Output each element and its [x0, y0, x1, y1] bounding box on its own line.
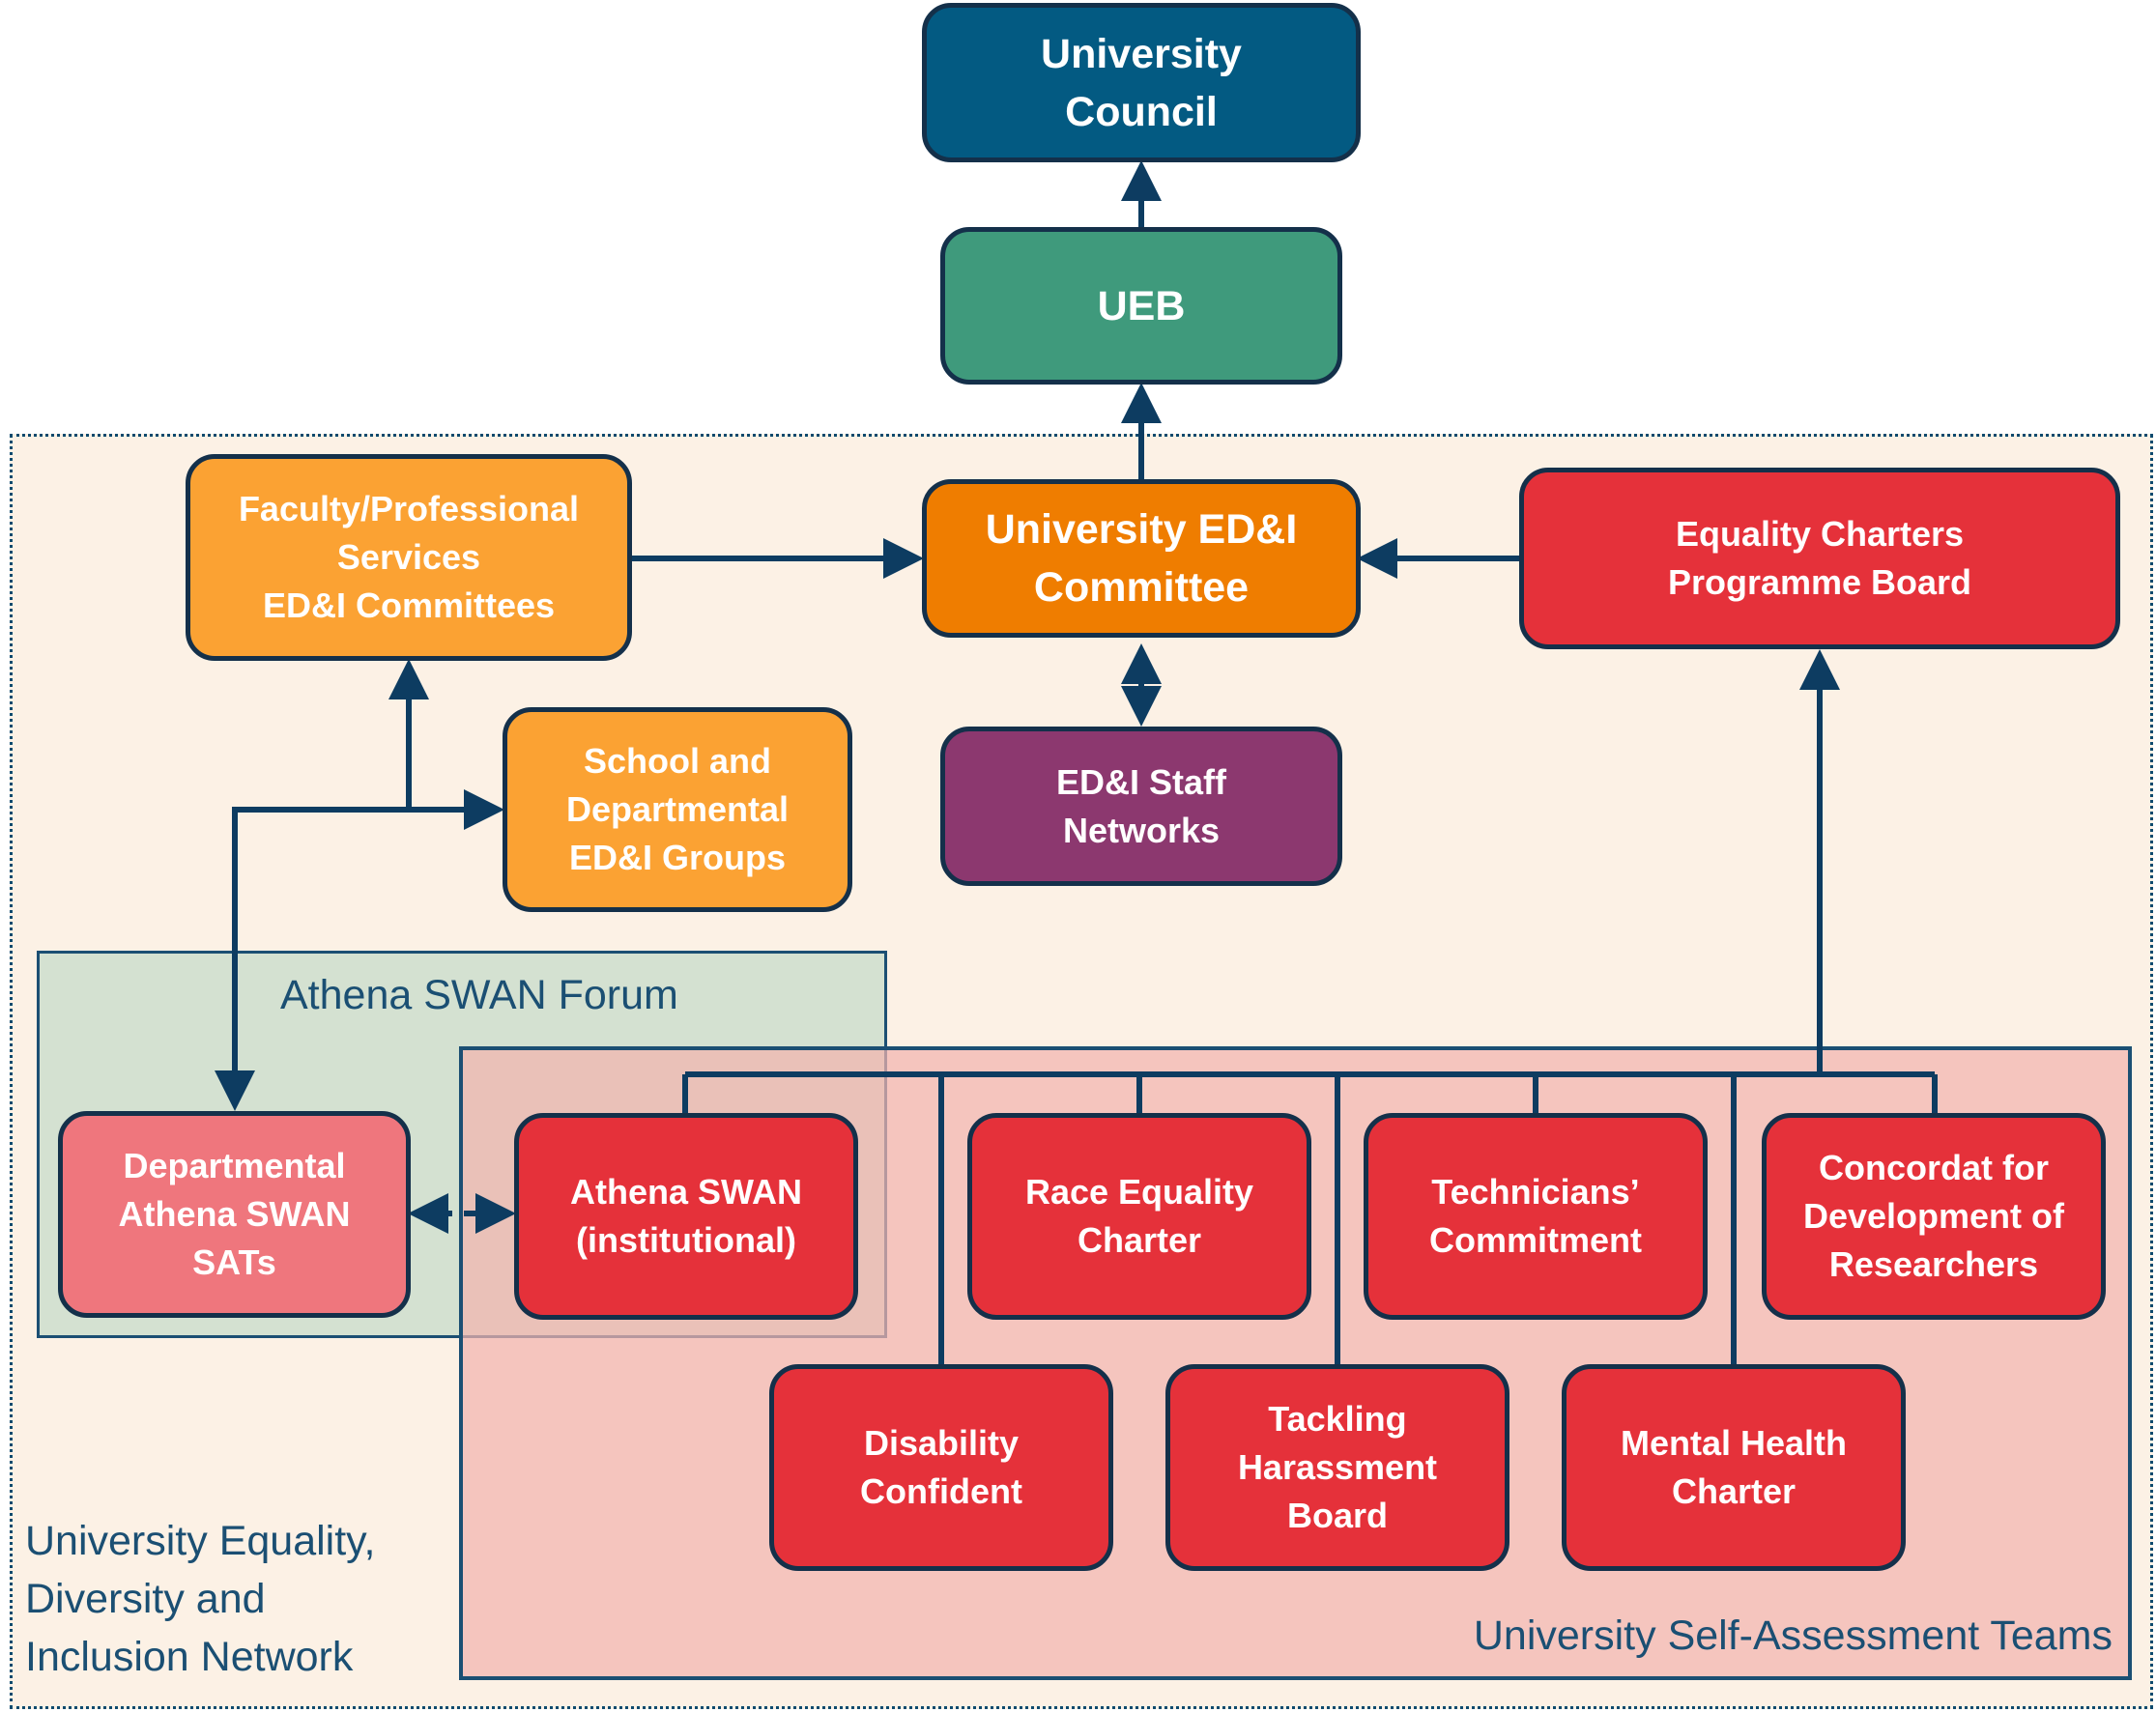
- departmental-sats-box: Departmental Athena SWAN SATs: [58, 1111, 411, 1318]
- tackling-harassment-box: Tackling Harassment Board: [1165, 1364, 1509, 1571]
- disability-confident-box: Disability Confident: [769, 1364, 1113, 1571]
- forum-label: Athena SWAN Forum: [280, 972, 678, 1018]
- faculty-committees-box: Faculty/Professional Services ED&I Commi…: [186, 454, 632, 661]
- equality-charters-board-box: Equality Charters Programme Board: [1519, 468, 2120, 649]
- race-equality-charter-box: Race Equality Charter: [967, 1113, 1311, 1320]
- arrow-junction-to-departmental-sats: [215, 807, 409, 1111]
- sat-label: University Self-Assessment Teams: [1473, 1612, 2113, 1659]
- edi-committee-box: University ED&I Committee: [922, 479, 1361, 638]
- technicians-commitment-box: Technicians’ Commitment: [1364, 1113, 1708, 1320]
- school-groups-box: School and Departmental ED&I Groups: [503, 707, 852, 912]
- athena-swan-institutional-box: Athena SWAN (institutional): [514, 1113, 858, 1320]
- concordat-box: Concordat for Development of Researchers: [1762, 1113, 2106, 1320]
- mental-health-charter-box: Mental Health Charter: [1562, 1364, 1906, 1571]
- ueb-box: UEB: [940, 227, 1342, 385]
- university-council-box: University Council: [922, 3, 1361, 162]
- network-label: University Equality, Diversity and Inclu…: [25, 1518, 376, 1680]
- staff-networks-box: ED&I Staff Networks: [940, 727, 1342, 886]
